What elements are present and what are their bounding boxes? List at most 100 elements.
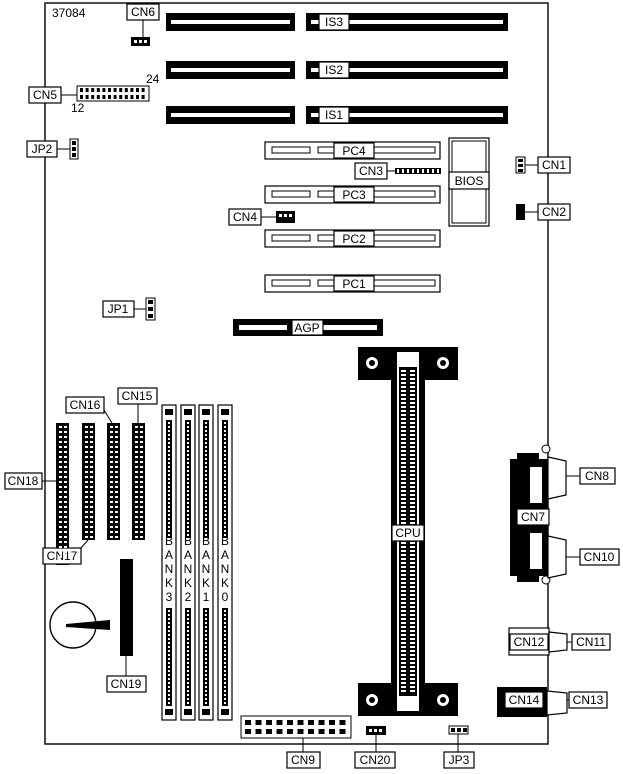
pci-slot-1: PC1 [264,274,441,293]
pin [205,642,207,644]
svg-text:A: A [184,548,192,562]
pin [401,566,406,568]
pin [187,518,189,520]
pin [168,642,170,644]
cn11-connector: CN11 [548,631,611,653]
pin [59,466,62,468]
pin [136,88,139,92]
pin [401,498,406,500]
pin [168,422,170,424]
pin [113,95,117,99]
pin [410,646,415,648]
pin [401,550,406,552]
pin [110,426,113,428]
pin [401,638,406,640]
pin [412,169,414,173]
pin [224,530,226,532]
pin [401,370,406,372]
pin [140,446,143,448]
pin [410,630,415,632]
svg-text:AGP: AGP [294,321,319,335]
pin [205,622,207,624]
pin [64,471,67,473]
svg-text:B: B [184,534,192,548]
pin [401,518,406,520]
pin [224,470,226,472]
pin [401,634,406,636]
pin [85,536,88,538]
pin [90,476,93,478]
pin-row [222,608,228,706]
pin [410,590,415,592]
pin [401,402,406,404]
latch [221,709,229,715]
pin [140,476,143,478]
pin [187,626,189,628]
pin [168,438,170,440]
pin [64,506,67,508]
pin [401,442,406,444]
pin [141,95,145,99]
pin [410,434,415,436]
pin [205,518,207,520]
pin [135,491,138,493]
pin [59,456,62,458]
pin [224,678,226,680]
pin [59,471,62,473]
pin [168,486,170,488]
pin [59,531,62,533]
pin [85,501,88,503]
pin [401,650,406,652]
pin [110,531,113,533]
pin [410,614,415,616]
pin [168,630,170,632]
pin [168,694,170,696]
pin [410,406,415,408]
pin [187,498,189,500]
pin [410,462,415,464]
pin [187,674,189,676]
pin [168,674,170,676]
memory-bank-2: B A N K 2 [180,404,196,721]
pin [187,486,189,488]
pin [187,430,189,432]
pin [401,418,406,420]
cn19-connector: CN19 [106,559,147,693]
pin [187,634,189,636]
pin [85,506,88,508]
pin [115,521,118,523]
pin [205,686,207,688]
cpu-slot: CPU [358,347,458,716]
pin [168,494,170,496]
pin [410,558,415,560]
pin [401,390,406,392]
pin [401,458,406,460]
pin [85,431,88,433]
pin [410,598,415,600]
pin [168,678,170,680]
pin [401,622,406,624]
pin [224,694,226,696]
pin [59,546,62,548]
pin [187,530,189,532]
pin [410,442,415,444]
board-id: 37084 [52,6,86,20]
pin [224,482,226,484]
pin [91,95,95,99]
pin [64,476,67,478]
cn2-connector: CN2 [516,203,571,221]
pin [90,526,93,528]
pin [64,491,67,493]
pin [224,438,226,440]
pin [110,461,113,463]
latch [165,709,173,715]
pin [187,462,189,464]
pin [205,630,207,632]
pin [410,686,415,688]
pin [187,482,189,484]
pin [410,602,415,604]
pin [90,521,93,523]
svg-text:CN12: CN12 [514,635,545,649]
pin [187,694,189,696]
pci-slot-label: PC2 [342,232,366,246]
